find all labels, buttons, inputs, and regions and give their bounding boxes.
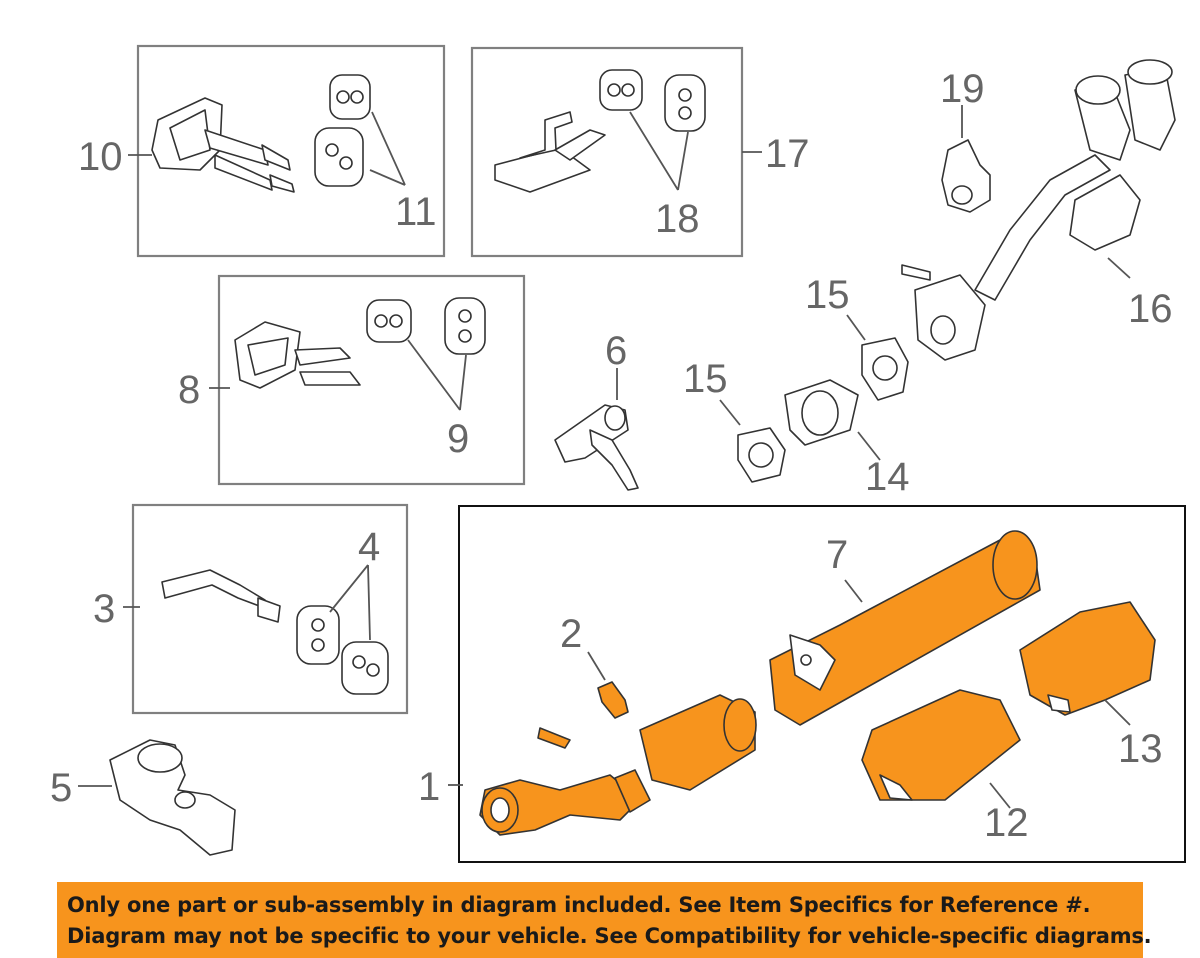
callout-15-right: 15 (805, 273, 850, 317)
callout-13: 13 (1118, 727, 1163, 771)
insulator-11-bottom (314, 127, 364, 187)
box-hanger-17: 17 18 (470, 46, 810, 258)
flange-14: 14 (784, 379, 910, 499)
callout-17: 17 (765, 132, 810, 176)
insulator-18-right (664, 74, 706, 132)
callout-16: 16 (1128, 287, 1173, 331)
callout-7: 7 (826, 533, 848, 577)
callout-10: 10 (78, 135, 123, 179)
box-hanger-3: 3 4 (93, 503, 409, 715)
callout-9: 9 (447, 417, 469, 461)
hanger-3 (161, 569, 281, 623)
insulator-11-top (329, 74, 371, 120)
callout-5: 5 (50, 766, 72, 810)
exhaust-parts-diagram: 10 11 17 18 (50, 44, 1186, 863)
insulator-9-left (366, 299, 412, 343)
insulator-4-left (296, 605, 340, 665)
insulator-4-right (341, 641, 389, 695)
hanger-bracket-17 (494, 111, 606, 193)
pipe-5: 5 (50, 739, 236, 856)
converter-assembly (479, 694, 757, 836)
gasket-15-right: 15 (805, 273, 909, 401)
sensor-2: 2 (560, 612, 629, 719)
tailpipe-16: 16 (901, 59, 1176, 361)
callout-14: 14 (865, 455, 910, 499)
assembly-1-box: 1 7 2 (418, 505, 1186, 863)
heat-shield-13: 13 (1019, 601, 1163, 771)
callout-4: 4 (358, 525, 380, 569)
disclaimer-line-2: Diagram may not be specific to your vehi… (67, 924, 1152, 948)
bracket-19: 19 (940, 67, 991, 213)
callout-1: 1 (418, 765, 440, 809)
callout-15-left: 15 (683, 357, 728, 401)
hanger-bracket-8 (234, 321, 361, 389)
insulator-9-right (444, 297, 486, 355)
gasket-15-left: 15 (683, 357, 786, 483)
hanger-bracket-10 (151, 97, 295, 193)
callout-8: 8 (178, 368, 200, 412)
insulator-18-left (599, 69, 643, 111)
callout-18: 18 (655, 197, 700, 241)
hanger-6: 6 (554, 329, 639, 491)
callout-19: 19 (940, 67, 985, 111)
box-hanger-10: 10 11 (78, 44, 446, 258)
muffler-7: 7 (769, 530, 1041, 726)
callout-3: 3 (93, 587, 115, 631)
callout-11: 11 (395, 190, 437, 234)
callout-2: 2 (560, 612, 582, 656)
box-hanger-8: 8 9 (178, 274, 526, 486)
callout-6: 6 (605, 329, 627, 373)
disclaimer-banner: Only one part or sub-assembly in diagram… (57, 882, 1152, 958)
heat-shield-12: 12 (861, 689, 1029, 845)
callout-12: 12 (984, 801, 1029, 845)
disclaimer-line-1: Only one part or sub-assembly in diagram… (67, 893, 1091, 917)
